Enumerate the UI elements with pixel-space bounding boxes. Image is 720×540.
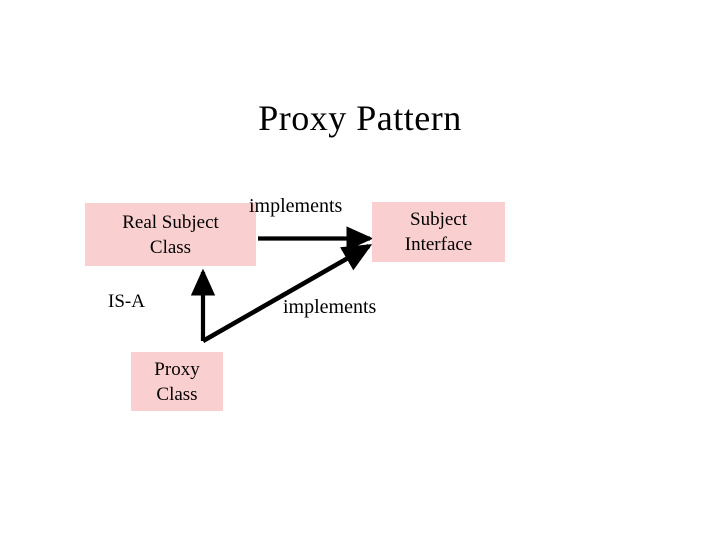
node-subject-interface[interactable]: Subject Interface [372, 202, 505, 262]
edge-label-real-subject-implements: implements [249, 195, 343, 217]
edge-label-proxy-is-a: IS-A [108, 291, 145, 312]
node-real-subject-class[interactable]: Real Subject Class [85, 203, 256, 266]
node-proxy-class[interactable]: Proxy Class [131, 352, 223, 411]
node-real-subject-class-label: Real Subject Class [122, 211, 219, 258]
edge-label-proxy-implements: implements [283, 296, 377, 318]
node-proxy-class-label: Proxy Class [154, 358, 200, 405]
page-title: Proxy Pattern [258, 98, 462, 139]
node-subject-interface-label: Subject Interface [404, 209, 473, 255]
